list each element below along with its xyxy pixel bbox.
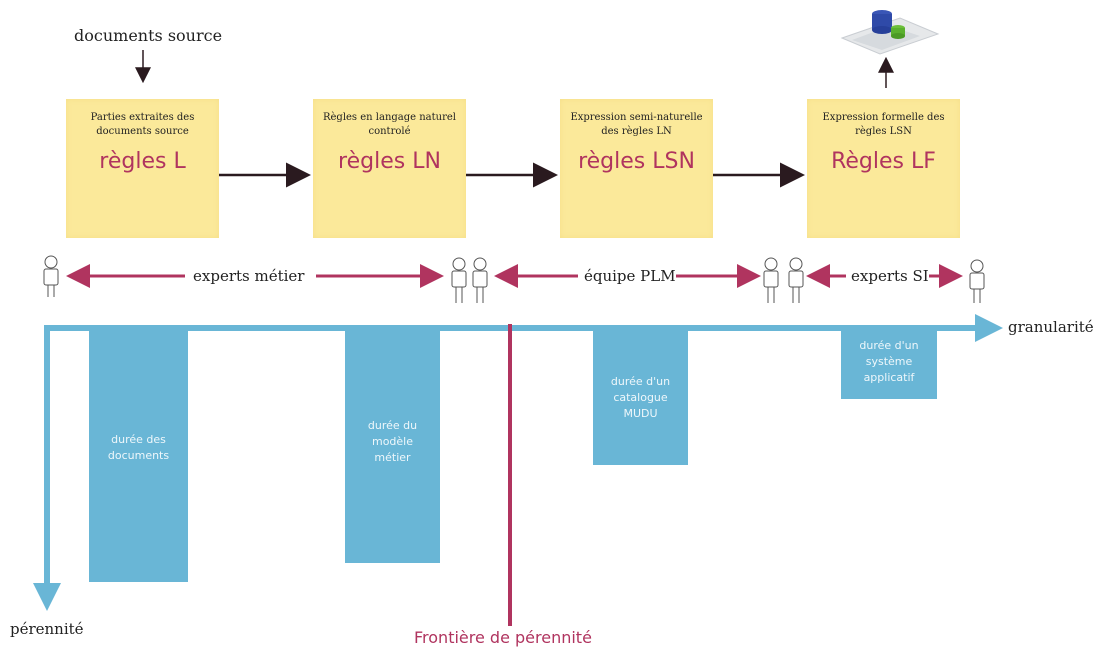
box-regles-lf: Expression formelle des règles LSN Règle…: [807, 99, 960, 238]
box-title: règles L: [99, 149, 186, 174]
person-icon: [43, 255, 985, 303]
box-regles-ln: Règles en langage naturel controlé règle…: [313, 99, 466, 238]
y-axis-head: [33, 583, 61, 611]
box-regles-l: Parties extraites des documents source r…: [66, 99, 219, 238]
database-icon: [840, 10, 940, 55]
box-subtitle: Expression semi-naturelle des règles LN: [570, 112, 703, 137]
box-regles-lsn: Expression semi-naturelle des règles LN …: [560, 99, 713, 238]
duration-bar-label: durée d'un système applicatif: [859, 339, 919, 384]
box-title: Règles LF: [831, 149, 936, 174]
duration-bar-model: durée du modèle métier: [345, 328, 440, 563]
role-experts-metier: experts métier: [193, 267, 305, 285]
x-axis-label: granularité: [1008, 318, 1094, 336]
duration-bar-documents: durée des documents: [89, 328, 188, 582]
box-title: règles LSN: [578, 149, 695, 174]
duration-bar-label: durée du modèle métier: [367, 419, 418, 464]
y-axis-label: pérennité: [10, 620, 84, 638]
duration-bar-label: durée d'un catalogue MUDU: [610, 375, 671, 420]
box-subtitle: Parties extraites des documents source: [90, 112, 195, 137]
box-subtitle: Expression formelle des règles LSN: [822, 112, 945, 137]
duration-bar-label: durée des documents: [107, 433, 170, 462]
box-subtitle: Règles en langage naturel controlé: [322, 112, 457, 137]
box-title: règles LN: [338, 149, 441, 174]
role-equipe-plm: équipe PLM: [584, 267, 676, 285]
duration-bar-catalogue: durée d'un catalogue MUDU: [593, 328, 688, 465]
perennity-frontier-line: [508, 324, 512, 626]
duration-bar-system: durée d'un système applicatif: [841, 328, 937, 399]
role-experts-si: experts SI: [851, 267, 929, 285]
x-axis-head: [975, 314, 1003, 342]
frontier-label: Frontière de pérennité: [414, 628, 592, 647]
source-label: documents source: [74, 26, 223, 45]
